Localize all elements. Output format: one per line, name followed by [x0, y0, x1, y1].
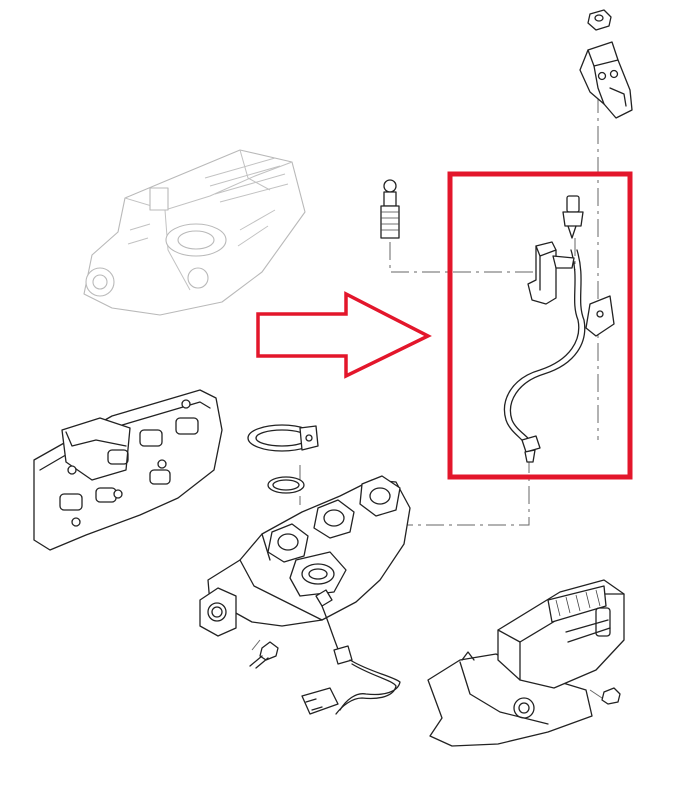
engine-assembly-ghost [83, 149, 306, 316]
exhaust-manifold-heat-shield [33, 389, 223, 551]
callout-arrow [256, 291, 432, 379]
stud [380, 179, 400, 239]
bolt [249, 641, 279, 669]
oxygen-sensor [301, 589, 401, 715]
catalytic-converter-heat-shield [427, 651, 593, 747]
gasket-ring [267, 476, 305, 494]
catalytic-converter [497, 579, 625, 689]
mounting-bracket [579, 41, 633, 119]
bolt [601, 687, 621, 705]
nut [587, 9, 612, 31]
highlight-box [447, 171, 633, 480]
exhaust-manifold [199, 475, 411, 637]
sensor-bracket [527, 241, 615, 337]
exhaust-temperature-sensor [503, 195, 586, 463]
exhaust-clamp [247, 424, 319, 452]
